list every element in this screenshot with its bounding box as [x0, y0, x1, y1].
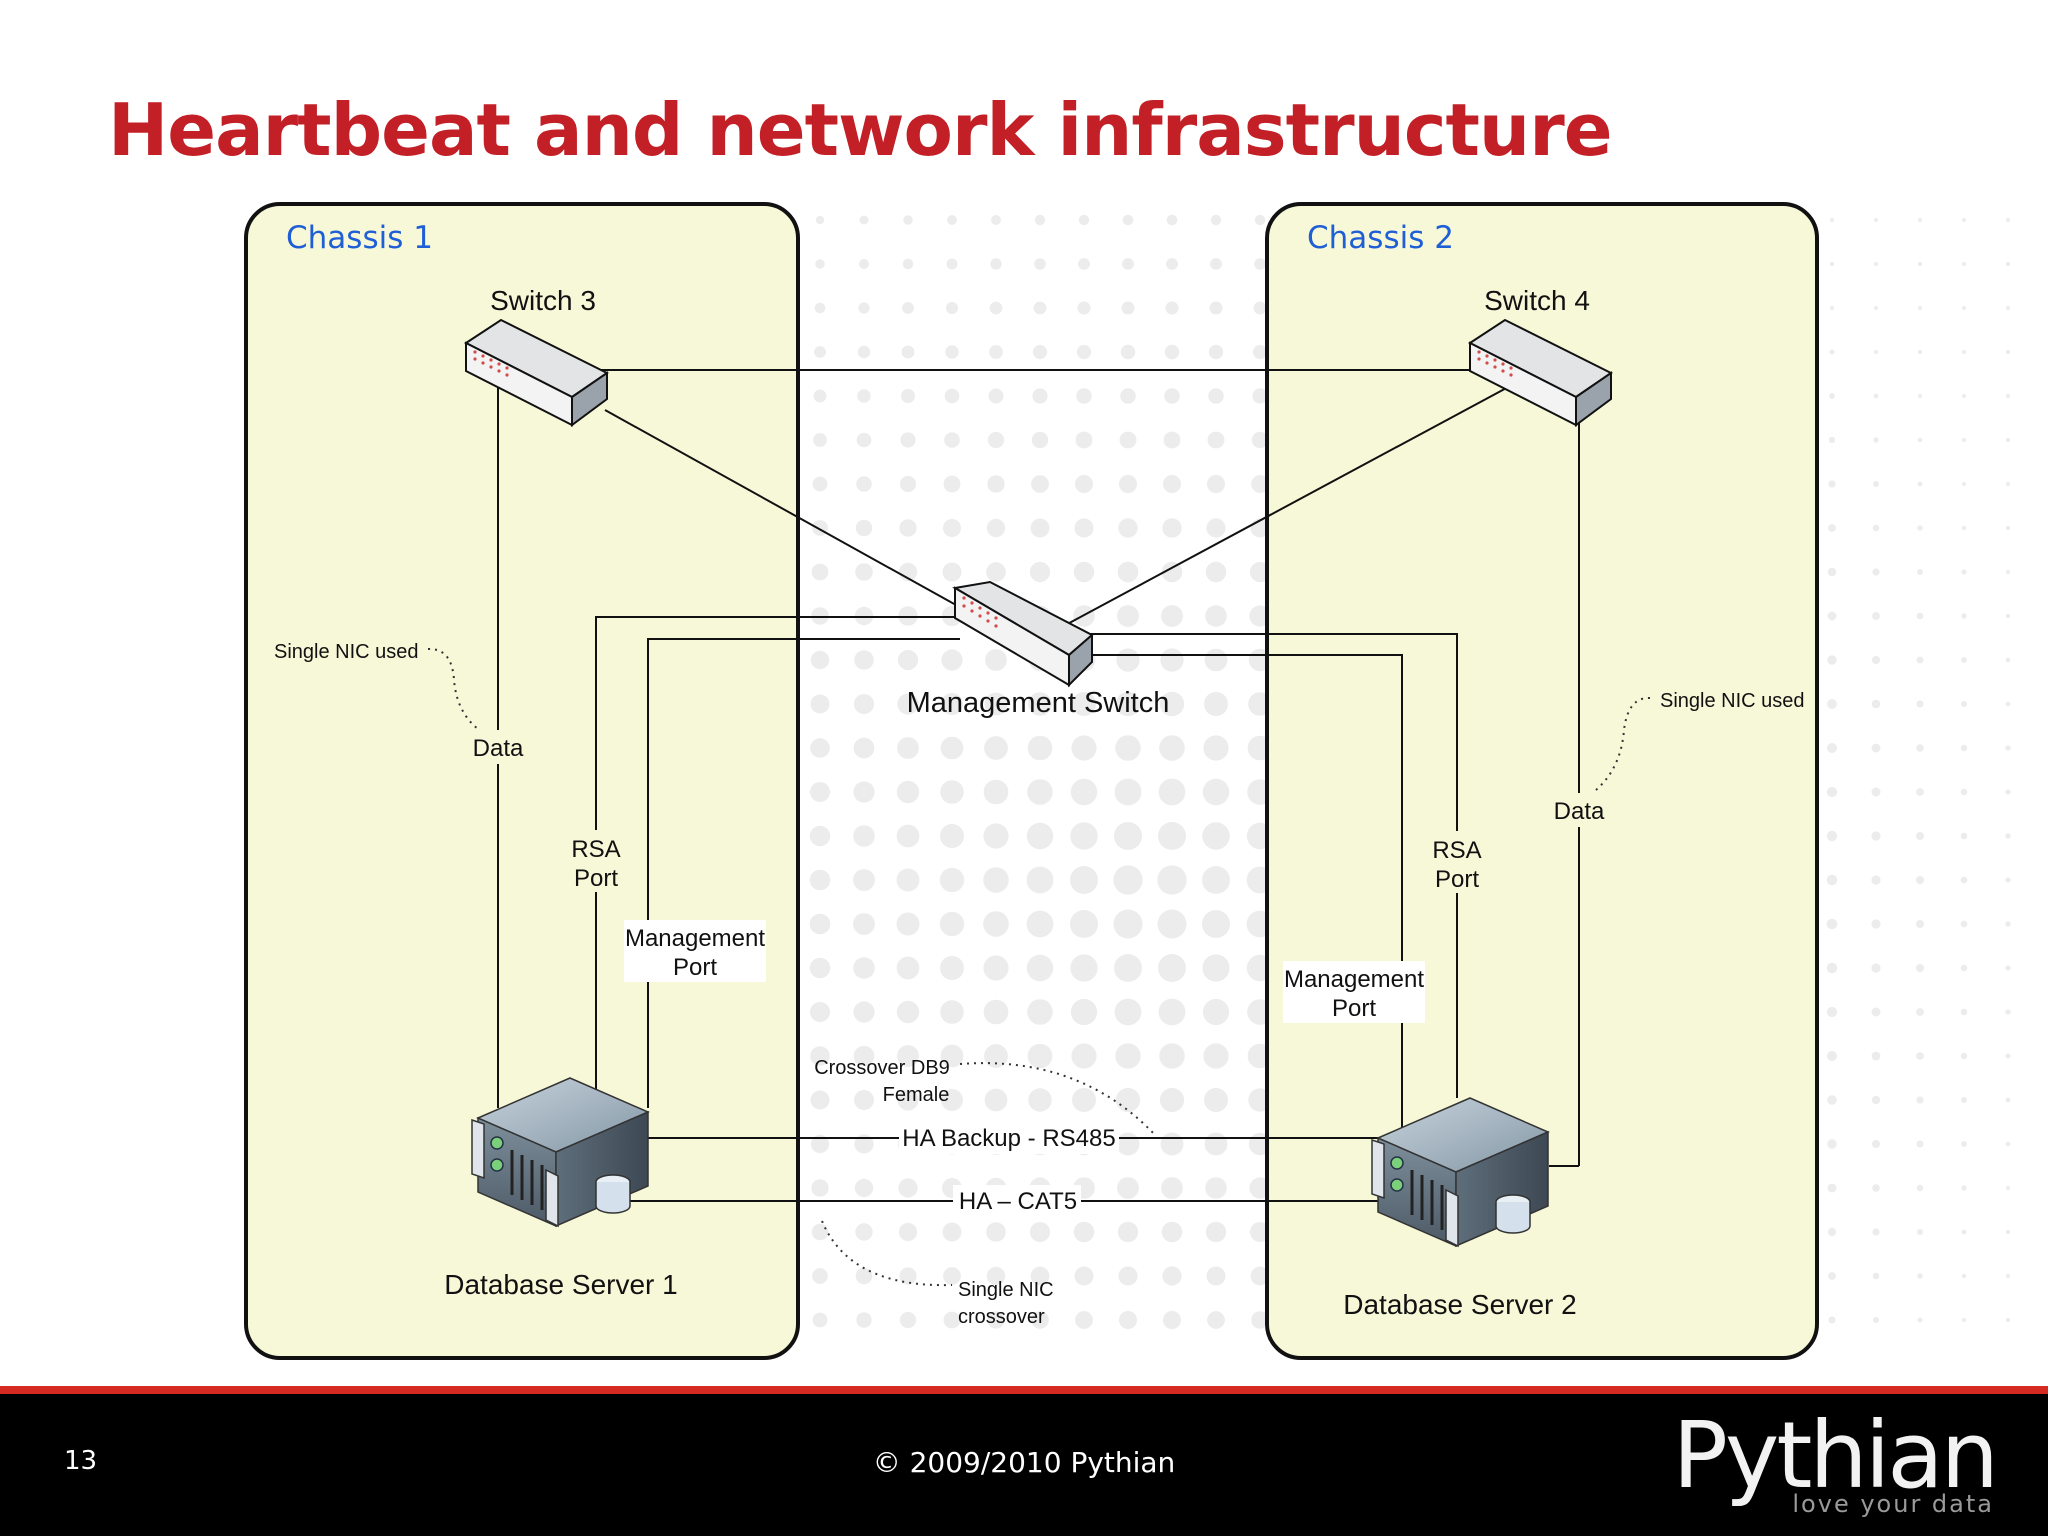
ha-backup-label: HA Backup - RS485: [902, 1125, 1115, 1152]
rsa-port-1-label-line2: Port: [574, 865, 618, 892]
management-port-1-label-bg: [624, 920, 766, 982]
management-port-2-label-line1: Management: [1284, 966, 1424, 993]
rsa-port-1-label-line1: RSA: [571, 836, 620, 863]
management-switch-label: Management Switch: [907, 687, 1170, 719]
page-number: 13: [64, 1446, 98, 1476]
management-switch-icon[interactable]: [952, 580, 1094, 688]
slide-footer: [0, 1386, 2048, 1536]
callout-crossover-db9: [959, 1062, 1157, 1137]
switch-4-label: Switch 4: [1484, 285, 1590, 316]
management-port-2-label-bg: [1283, 961, 1425, 1023]
database-server-2-label: Database Server 2: [1343, 1289, 1576, 1320]
management-port-1-label-line2: Port: [673, 954, 717, 981]
note-crossover-db9-line1: Crossover DB9: [814, 1057, 950, 1079]
rsa-port-2-label-line1: RSA: [1432, 837, 1481, 864]
ha-backup-label-bg: [899, 1122, 1119, 1154]
rsa-port-2-label-line2: Port: [1435, 866, 1479, 893]
database-server-2-icon[interactable]: [1371, 1097, 1550, 1248]
chassis-1-title: Chassis 1: [286, 220, 433, 256]
rsa-port-2-label-bg: [1425, 831, 1489, 893]
switch-3-label: Switch 3: [490, 285, 596, 316]
note-single-nic-used-2: Single NIC used: [1660, 690, 1805, 712]
callout-lines: [427, 647, 1651, 1287]
switch-3-icon[interactable]: [464, 318, 609, 427]
note-single-nic-used-1: Single NIC used: [274, 641, 419, 663]
callout-single-nic: [821, 1220, 953, 1287]
note-single-nic-crossover-line2: crossover: [958, 1306, 1045, 1328]
rsa-port-1-label-bg: [564, 830, 628, 892]
management-port-2-label-line2: Port: [1332, 995, 1376, 1022]
pythian-logo: Pythian: [1672, 1402, 1999, 1509]
footer-divider: [0, 1386, 2048, 1394]
slide-title: Heartbeat and network infrastructure: [108, 88, 1613, 172]
switch-4-icon[interactable]: [1468, 318, 1613, 427]
data-2-label-bg: [1549, 793, 1609, 827]
ha-cat5-label-bg: [953, 1185, 1081, 1217]
copyright-notice: © 2009/2010 Pythian: [872, 1446, 1176, 1479]
data-2-label: Data: [1554, 798, 1605, 825]
data-1-label: Data: [473, 735, 524, 762]
chassis-2-box: [1265, 202, 1819, 1360]
link-switch3-mgmt-switch: [604, 409, 966, 611]
link-rsa-2: [1085, 633, 1458, 1098]
ha-cat5-label: HA – CAT5: [959, 1188, 1077, 1215]
chassis-2-title: Chassis 2: [1307, 220, 1454, 256]
data-1-label-bg: [468, 730, 528, 764]
management-port-1-label-line1: Management: [625, 925, 765, 952]
note-single-nic-crossover-line1: Single NIC: [958, 1279, 1054, 1301]
link-switch4-mgmt-switch: [1059, 384, 1513, 629]
database-server-1-label: Database Server 1: [444, 1269, 677, 1300]
link-rsa-1: [595, 616, 958, 1098]
database-server-1-icon[interactable]: [471, 1077, 650, 1228]
pythian-tagline: love your data: [1792, 1490, 1994, 1518]
chassis-1-box: [244, 202, 800, 1360]
note-crossover-db9-line2: Female: [883, 1084, 950, 1106]
